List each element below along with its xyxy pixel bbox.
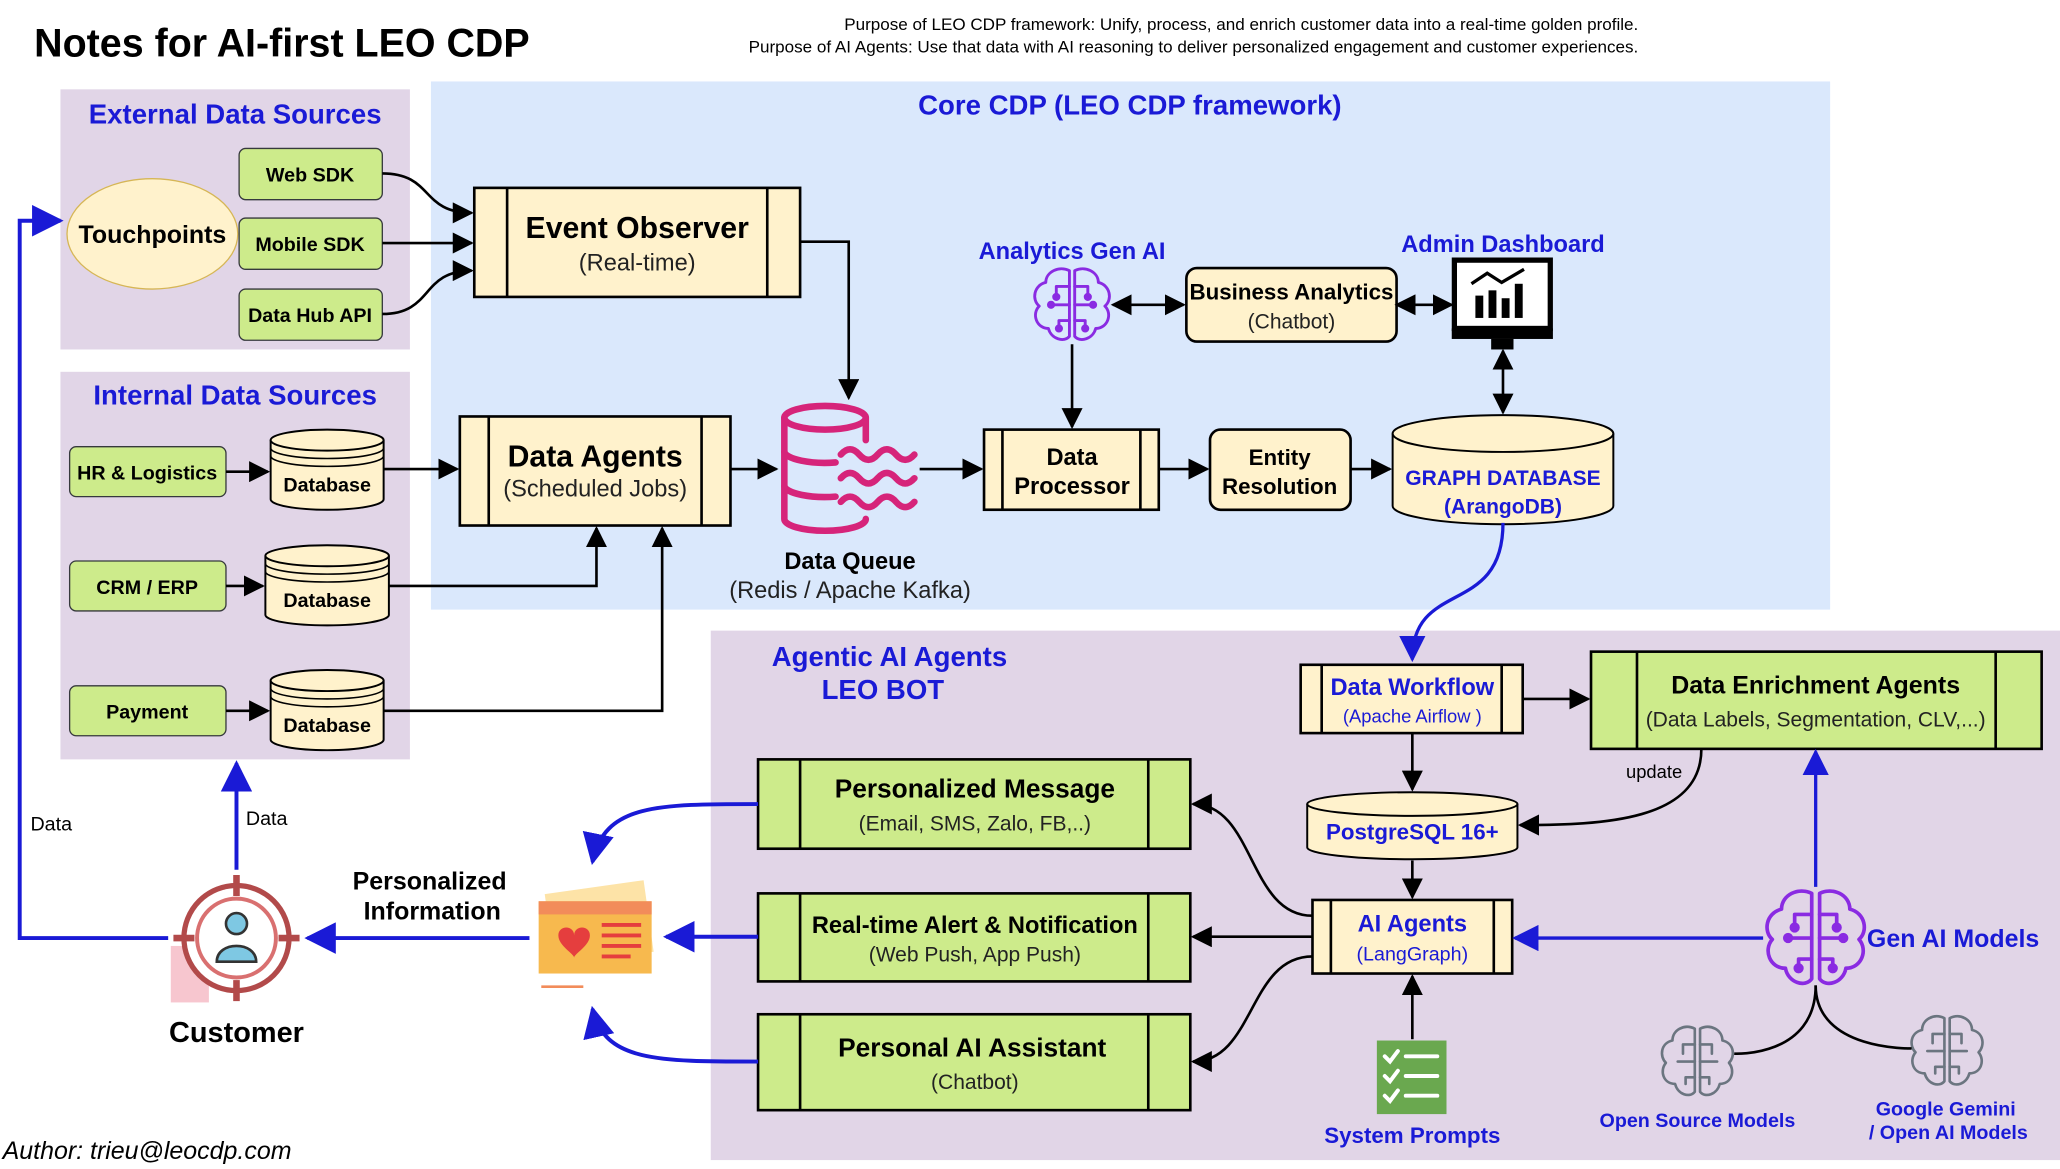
data-workflow-sub: (Apache Airflow ) bbox=[1343, 706, 1482, 727]
data-left-label: Data bbox=[30, 813, 72, 835]
data-processor-l2: Processor bbox=[1014, 474, 1130, 500]
crm-erp-label: CRM / ERP bbox=[96, 577, 198, 599]
postgres-cylinder: PostgreSQL 16+ bbox=[1306, 791, 1519, 861]
internal-sources-title: Internal Data Sources bbox=[93, 380, 377, 411]
mobile-sdk-label: Mobile SDK bbox=[255, 234, 365, 256]
data-workflow-box bbox=[1299, 663, 1525, 735]
hr-logistics-label: HR & Logistics bbox=[77, 463, 217, 485]
business-analytics-title: Business Analytics bbox=[1189, 280, 1393, 305]
data-agents-sub: (Scheduled Jobs) bbox=[503, 477, 687, 503]
gen-ai-brain-circuit-icon bbox=[1765, 889, 1867, 986]
analytics-gen-ai-label: Analytics Gen AI bbox=[979, 239, 1166, 265]
personal-assistant-title: Personal AI Assistant bbox=[838, 1032, 1106, 1062]
data-enrichment-title: Data Enrichment Agents bbox=[1671, 672, 1960, 700]
hr-database-label: Database bbox=[283, 474, 371, 496]
business-analytics-sub: (Chatbot) bbox=[1248, 310, 1336, 333]
person-target-icon bbox=[170, 874, 300, 1003]
data-queue-sub: (Redis / Apache Kafka) bbox=[729, 578, 971, 604]
personalized-info-l2: Information bbox=[364, 898, 501, 926]
core-cdp-title: Core CDP (LEO CDP framework) bbox=[918, 89, 1341, 120]
database-stream-icon bbox=[781, 402, 918, 535]
black-connectors bbox=[225, 172, 1912, 1073]
graph-database-cylinder: GRAPH DATABASE (ArangoDB) bbox=[1391, 414, 1615, 526]
postgres-label: PostgreSQL 16+ bbox=[1326, 820, 1499, 845]
data-agents-box bbox=[458, 415, 732, 527]
data-enrichment-sub: (Data Labels, Segmentation, CLV,...) bbox=[1646, 709, 1986, 732]
purpose-line-1: Purpose of LEO CDP framework: Unify, pro… bbox=[844, 15, 1638, 34]
personalized-message-sub: (Email, SMS, Zalo, FB,..) bbox=[859, 812, 1091, 835]
personalized-message-title: Personalized Message bbox=[835, 773, 1115, 803]
personal-assistant-sub: (Chatbot) bbox=[931, 1071, 1019, 1094]
page-title: Notes for AI-first LEO CDP bbox=[34, 21, 530, 65]
gemini-models-l2: / Open AI Models bbox=[1869, 1122, 2028, 1144]
gemini-models-l1: Google Gemini bbox=[1876, 1098, 2016, 1120]
admin-dashboard-label: Admin Dashboard bbox=[1401, 232, 1604, 258]
data-hub-api-label: Data Hub API bbox=[248, 305, 372, 327]
realtime-alert-sub: (Web Push, App Push) bbox=[869, 944, 1081, 967]
open-source-models-label: Open Source Models bbox=[1600, 1110, 1796, 1132]
agentic-title-line2: LEO BOT bbox=[822, 674, 945, 705]
event-observer-sub: (Real-time) bbox=[579, 251, 696, 277]
realtime-alert-box bbox=[756, 892, 1192, 983]
graph-database-l1: GRAPH DATABASE bbox=[1405, 467, 1600, 490]
checklist-icon bbox=[1376, 1040, 1447, 1115]
personalized-info-l1: Personalized bbox=[353, 867, 507, 895]
touchpoints-ellipse bbox=[66, 178, 239, 290]
ai-agents-title: AI Agents bbox=[1358, 911, 1467, 937]
hr-database-cylinder: Database bbox=[269, 428, 385, 511]
system-prompts-label: System Prompts bbox=[1324, 1123, 1500, 1148]
personalized-message-box bbox=[756, 758, 1192, 851]
open-source-brain-icon bbox=[1660, 1025, 1735, 1097]
monitor-bar-chart-icon bbox=[1451, 257, 1553, 350]
crm-database-label: Database bbox=[283, 590, 371, 612]
data-queue-title: Data Queue bbox=[784, 549, 915, 575]
personal-assistant-box bbox=[756, 1012, 1192, 1112]
payment-database-cylinder: Database bbox=[269, 669, 385, 752]
core-cdp-region bbox=[430, 81, 1831, 610]
profile-card-icon bbox=[538, 880, 654, 988]
gen-ai-models-label: Gen AI Models bbox=[1867, 925, 2039, 953]
ai-agents-sub: (LangGraph) bbox=[1357, 943, 1469, 965]
touchpoints-label: Touchpoints bbox=[78, 221, 226, 249]
event-observer-title: Event Observer bbox=[526, 212, 750, 245]
payment-label: Payment bbox=[106, 702, 189, 724]
entity-resolution-l1: Entity bbox=[1249, 445, 1312, 470]
author-label: Author: trieu@leocdp.com bbox=[1, 1137, 292, 1165]
gemini-brain-icon bbox=[1910, 1015, 1984, 1086]
data-processor-l1: Data bbox=[1046, 445, 1098, 471]
ai-agents-box bbox=[1311, 898, 1514, 975]
data-agents-title: Data Agents bbox=[508, 440, 683, 473]
analytics-ai-brain-circuit-icon bbox=[1033, 267, 1111, 341]
data-enrichment-box bbox=[1589, 650, 2043, 751]
blue-connectors bbox=[17, 204, 1829, 1064]
purpose-line-2: Purpose of AI Agents: Use that data with… bbox=[749, 38, 1639, 57]
payment-database-label: Database bbox=[283, 715, 371, 737]
data-up-label: Data bbox=[246, 808, 288, 830]
update-label: update bbox=[1626, 761, 1682, 782]
customer-label: Customer bbox=[169, 1017, 304, 1049]
web-sdk-label: Web SDK bbox=[266, 164, 355, 186]
agentic-title-line1: Agentic AI Agents bbox=[772, 641, 1007, 672]
external-sources-title: External Data Sources bbox=[89, 98, 382, 129]
entity-resolution-l2: Resolution bbox=[1222, 474, 1337, 499]
data-processor-box bbox=[982, 428, 1161, 512]
crm-database-cylinder: Database bbox=[264, 544, 390, 627]
graph-database-l2: (ArangoDB) bbox=[1444, 496, 1562, 519]
data-workflow-title: Data Workflow bbox=[1331, 675, 1495, 701]
realtime-alert-title: Real-time Alert & Notification bbox=[812, 913, 1138, 939]
